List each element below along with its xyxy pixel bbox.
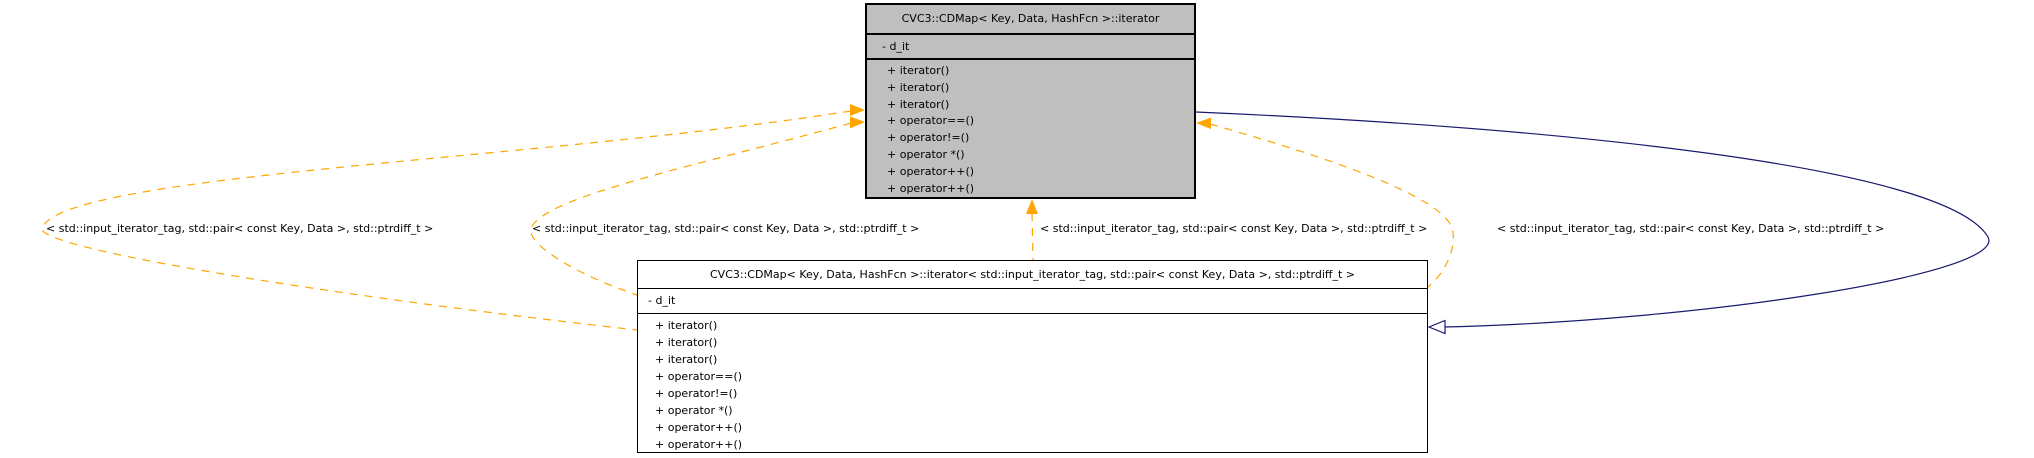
class-method-list: + iterator() + iterator() + iterator() +… xyxy=(638,314,1427,453)
template-edge-right-loop xyxy=(1209,123,1454,289)
class-method: + operator *() xyxy=(887,147,965,161)
template-args-label-4: < std::input_iterator_tag, std::pair< co… xyxy=(1497,222,1885,235)
class-method: + operator++() xyxy=(655,421,743,434)
class-attribute-d-it: - d_it xyxy=(867,35,1194,60)
class-method: + iterator() xyxy=(887,64,950,77)
class-method: + operator++() xyxy=(655,438,743,451)
class-method: + iterator() xyxy=(887,97,950,111)
class-method: + iterator() xyxy=(655,336,718,349)
class-title-template: CVC3::CDMap< Key, Data, HashFcn >::itera… xyxy=(867,5,1194,35)
template-edge-arrowhead-left-1 xyxy=(850,104,865,116)
class-method: + operator *() xyxy=(655,404,733,417)
template-edge-arrowhead-bottom xyxy=(1026,199,1038,214)
class-method: + iterator() xyxy=(655,319,718,332)
template-edge-arrowhead-left-2 xyxy=(850,116,865,129)
template-args-label-3: < std::input_iterator_tag, std::pair< co… xyxy=(1040,222,1428,235)
class-title-instantiation: CVC3::CDMap< Key, Data, HashFcn >::itera… xyxy=(638,261,1427,289)
class-method: + iterator() xyxy=(655,353,718,366)
class-method: + iterator() xyxy=(887,80,950,94)
class-method: + operator==() xyxy=(887,114,975,128)
class-method: + operator!=() xyxy=(887,131,970,145)
template-edge-vertical xyxy=(1031,212,1034,261)
class-method: + operator==() xyxy=(655,370,743,383)
class-method: + operator++() xyxy=(887,164,975,178)
template-edge-far-left-loop xyxy=(41,110,852,331)
class-method: + operator++() xyxy=(887,181,975,195)
class-method-list: + iterator() + iterator() + iterator() +… xyxy=(867,60,1194,197)
class-attribute-d-it: - d_it xyxy=(638,289,1427,314)
inheritance-edge xyxy=(1195,111,1990,328)
template-edge-left-loop xyxy=(530,122,852,296)
template-edge-arrowhead-right xyxy=(1196,117,1211,129)
class-node-template[interactable]: CVC3::CDMap< Key, Data, HashFcn >::itera… xyxy=(865,3,1196,199)
class-node-instantiation[interactable]: CVC3::CDMap< Key, Data, HashFcn >::itera… xyxy=(637,260,1428,453)
class-method: + operator!=() xyxy=(655,387,738,400)
inheritance-arrowhead-hollow xyxy=(1427,319,1446,335)
template-args-label-1: < std::input_iterator_tag, std::pair< co… xyxy=(46,222,434,235)
template-args-label-2: < std::input_iterator_tag, std::pair< co… xyxy=(532,222,920,235)
